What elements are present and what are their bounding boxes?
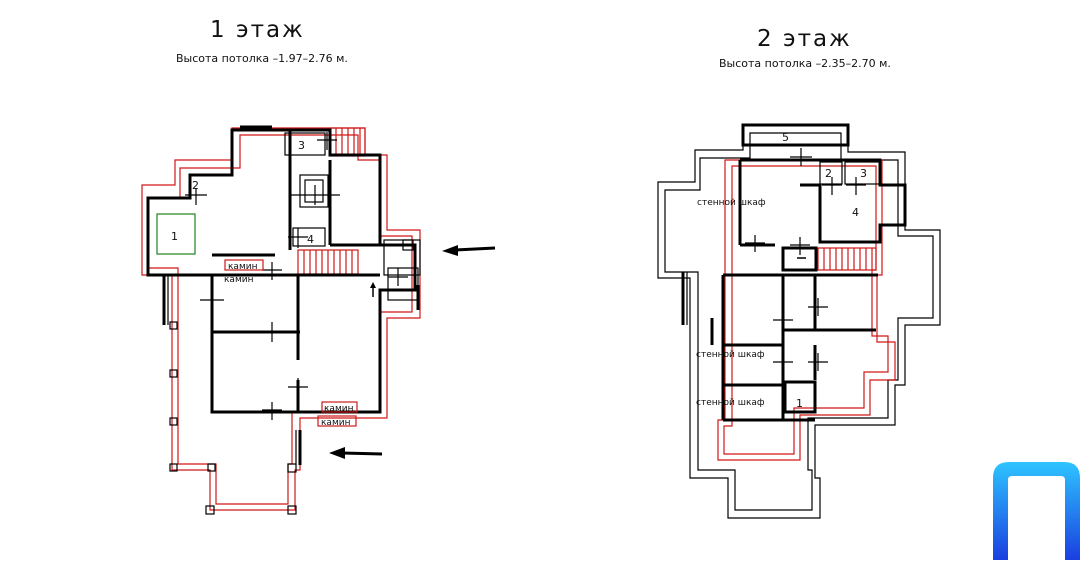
floor-1-fireplace-2: камин [224,275,254,285]
entrance-arrow-icon [329,447,383,459]
floor-2-closet-1: стенной шкаф [697,198,766,208]
floor-2-room-4: 4 [852,206,859,219]
floor-1-room-4: 4 [307,233,314,246]
floor-1-fireplace-1: камин [228,262,258,272]
p-letter-logo-icon [993,462,1080,560]
entrance-arrow-icon [442,245,496,256]
floor-2-room-5: 5 [782,131,789,144]
floor-1-fixtures [185,132,408,420]
floor-2-ceiling-height: Высота потолка –2.35–2.70 м. [719,57,891,70]
floor-2-closet-3: стенной шкаф [696,398,765,408]
floor-1-room-1-box [156,213,196,255]
floor-2-room-2: 2 [825,167,832,180]
floor-1-room-3: 3 [298,139,305,152]
floor-2-room-1: 1 [796,397,803,410]
floor-2-room-5-block [741,123,850,147]
floor-1-title: 1 этаж [210,17,305,43]
floor-2-fixtures [745,148,866,371]
floor-2-red-outline [717,159,896,461]
floor-2-closet-2: стенной шкаф [696,350,765,360]
floor-2-title: 2 этаж [757,26,852,52]
floor-1-fireplace-3: камин [324,404,354,414]
floor-1-stairs-top [329,127,366,157]
floor-2-room-3: 3 [860,167,867,180]
floor-1-stairs-middle [297,249,359,275]
floor-1-room-1: 1 [171,230,178,243]
floor-1-room-2: 2 [192,179,199,192]
floor-2-plan: 2 этаж Высота потолка –2.35–2.70 м. [657,26,941,519]
floor-1-ceiling-height: Высота потолка –1.97–2.76 м. [176,52,348,65]
floor-1-fireplace-4: камин [321,418,351,428]
floor-1-walls [146,128,417,414]
floor-1-plan: 1 этаж Высота потолка –1.97–2.76 м. [141,17,496,515]
